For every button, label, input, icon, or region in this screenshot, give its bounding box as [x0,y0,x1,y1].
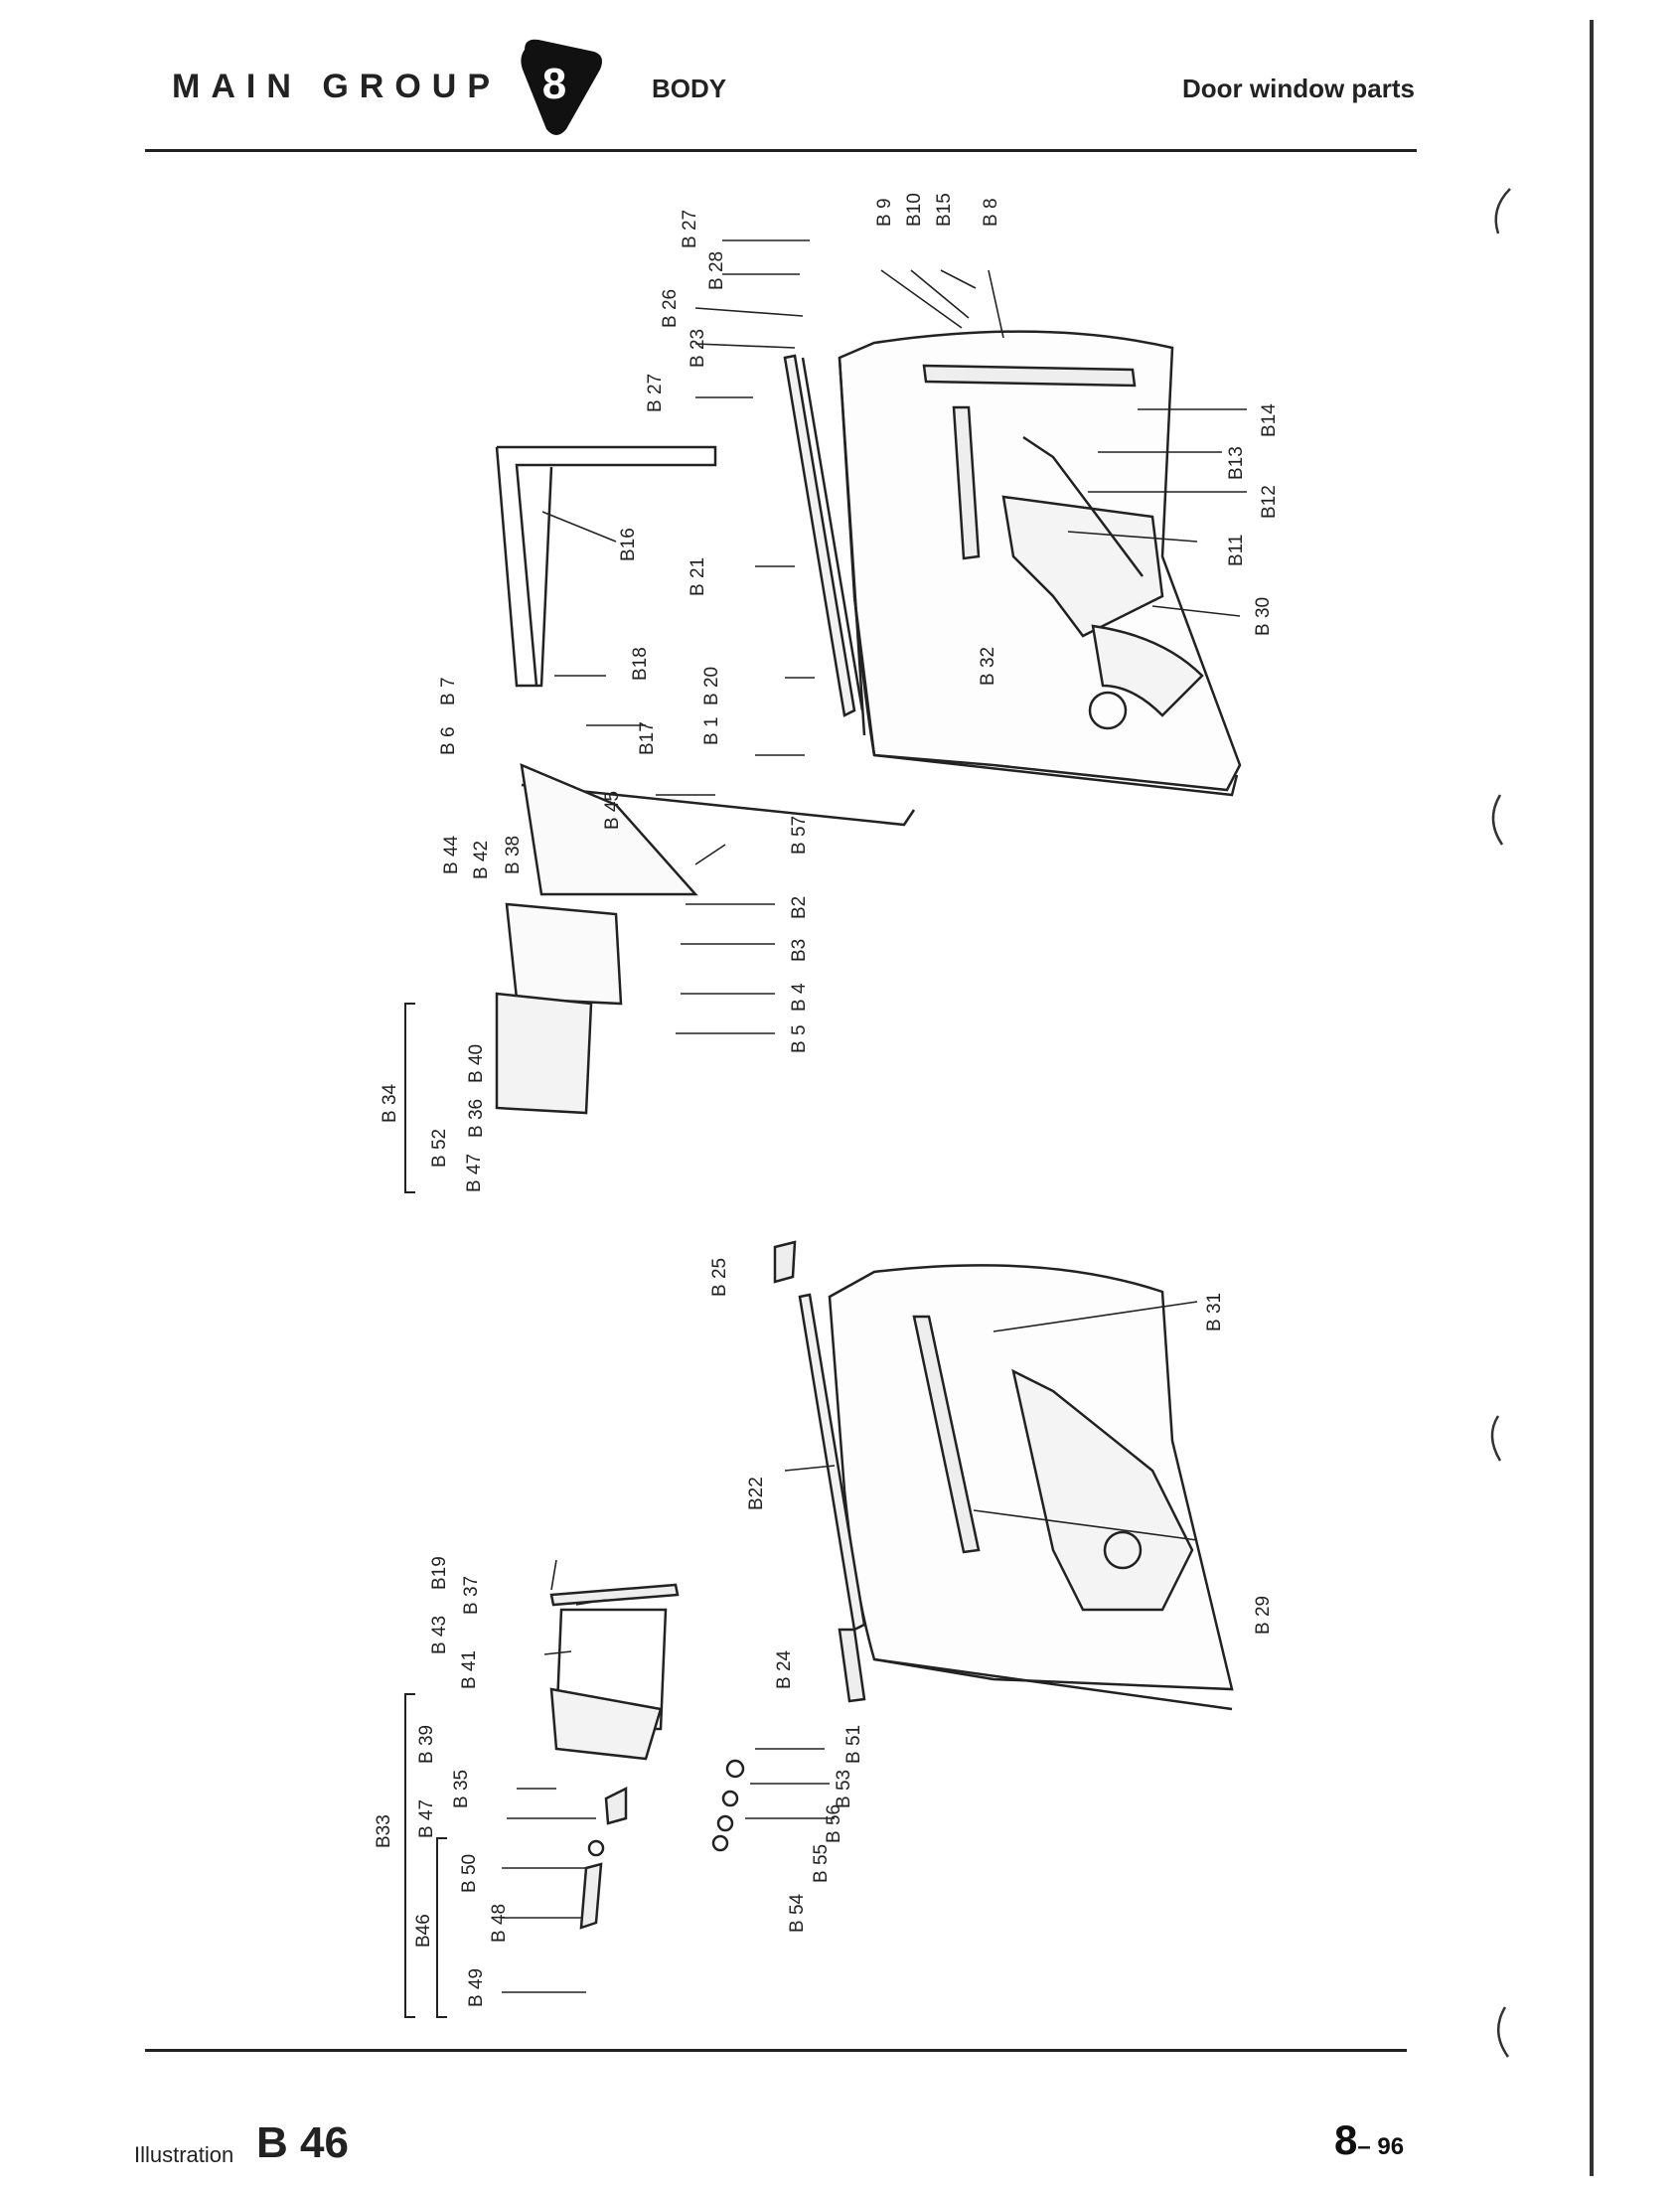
label-b12: B12 [1259,485,1280,519]
label-b18: B18 [630,647,651,681]
label-b52: B 52 [429,1129,450,1168]
leader-lines [502,239,1247,1993]
label-b35: B 35 [451,1770,472,1808]
label-b2: B2 [789,896,810,919]
label-b23: B 23 [687,329,708,368]
label-b7: B 7 [438,677,459,705]
page-number-suffix: – 96 [1357,2133,1405,2160]
label-b41: B 41 [459,1650,480,1689]
label-b48: B 48 [489,1904,510,1943]
group-badge: 8 [517,30,608,139]
label-b36: B 36 [466,1099,487,1138]
label-b1: B 1 [701,716,722,745]
label-b53: B 53 [834,1770,854,1808]
group-badge-shape [521,39,602,135]
label-b30: B 30 [1253,597,1274,636]
label-b10: B10 [904,193,925,227]
label-b45: B 45 [602,791,623,830]
label-b3: B3 [789,939,810,962]
label-b37: B 37 [461,1576,482,1615]
label-b43: B 43 [429,1616,450,1654]
label-b13: B13 [1226,446,1247,480]
door-upper-drawing [495,330,1242,1115]
page-header: MAIN GROUP 8 BODY Door window parts [0,0,1680,159]
illustration-label: Illustration [134,2142,234,2167]
label-b39: B 39 [416,1725,437,1764]
page-subtitle: Door window parts [1182,74,1415,103]
label-b27-top: B 27 [680,210,700,248]
label-b11: B11 [1226,535,1247,566]
label-b27-mid: B 27 [645,374,666,412]
label-b50: B 50 [459,1854,480,1893]
illustration-code: B 46 [256,2118,349,2167]
label-b28: B 28 [706,251,727,290]
label-b40: B 40 [466,1044,487,1083]
label-b24: B 24 [774,1649,795,1689]
footer-rule [145,2049,1407,2052]
label-b6: B 6 [438,726,459,755]
label-b44: B 44 [441,835,462,874]
label-b55: B 55 [811,1844,832,1883]
label-b26: B 26 [660,289,681,328]
label-b56: B 56 [824,1804,844,1843]
page-number-main: 8 [1334,2116,1358,2163]
part-labels: B 27 B 28 B 26 B 23 B 27 B 9 B10 B15 B 8… [374,193,1280,2007]
label-b54: B 54 [787,1893,808,1933]
label-b51: B 51 [843,1725,864,1764]
label-b8: B 8 [981,198,1001,227]
label-b33: B33 [374,1814,394,1848]
label-b47-lower: B 47 [416,1799,437,1838]
label-b4: B 4 [789,983,810,1012]
label-b34: B 34 [380,1083,400,1123]
label-b15: B15 [934,193,955,227]
label-b38: B 38 [503,836,524,874]
group-number: 8 [541,60,567,108]
section-title: BODY [652,74,727,103]
door-lower-drawing [549,1240,1234,1930]
label-b17: B17 [637,721,658,755]
label-b29: B 29 [1253,1596,1274,1635]
label-b46: B46 [413,1914,434,1948]
label-b20: B 20 [701,667,722,705]
label-b21: B 21 [687,557,708,596]
bracket-marks [404,1003,447,2018]
label-b19: B19 [429,1556,450,1590]
label-b57: B 57 [789,816,810,855]
main-group-title: MAIN GROUP [172,68,501,105]
binding-hole-marks [1490,188,1511,2058]
label-b14: B14 [1259,403,1280,437]
label-b25: B 25 [709,1258,730,1297]
label-b31: B 31 [1204,1293,1225,1331]
header-rule [145,149,1417,152]
page-binding-edge [1590,20,1594,2176]
label-b22: B22 [746,1477,767,1510]
label-b32: B 32 [978,647,998,686]
label-b5: B 5 [789,1024,810,1053]
label-b9: B 9 [874,198,895,227]
page-number: 8– 96 [1334,2116,1404,2164]
label-b49: B 49 [466,1968,487,2007]
label-b16: B16 [618,528,639,561]
label-b47-upper: B 47 [464,1154,485,1192]
label-b42: B 42 [471,841,492,879]
